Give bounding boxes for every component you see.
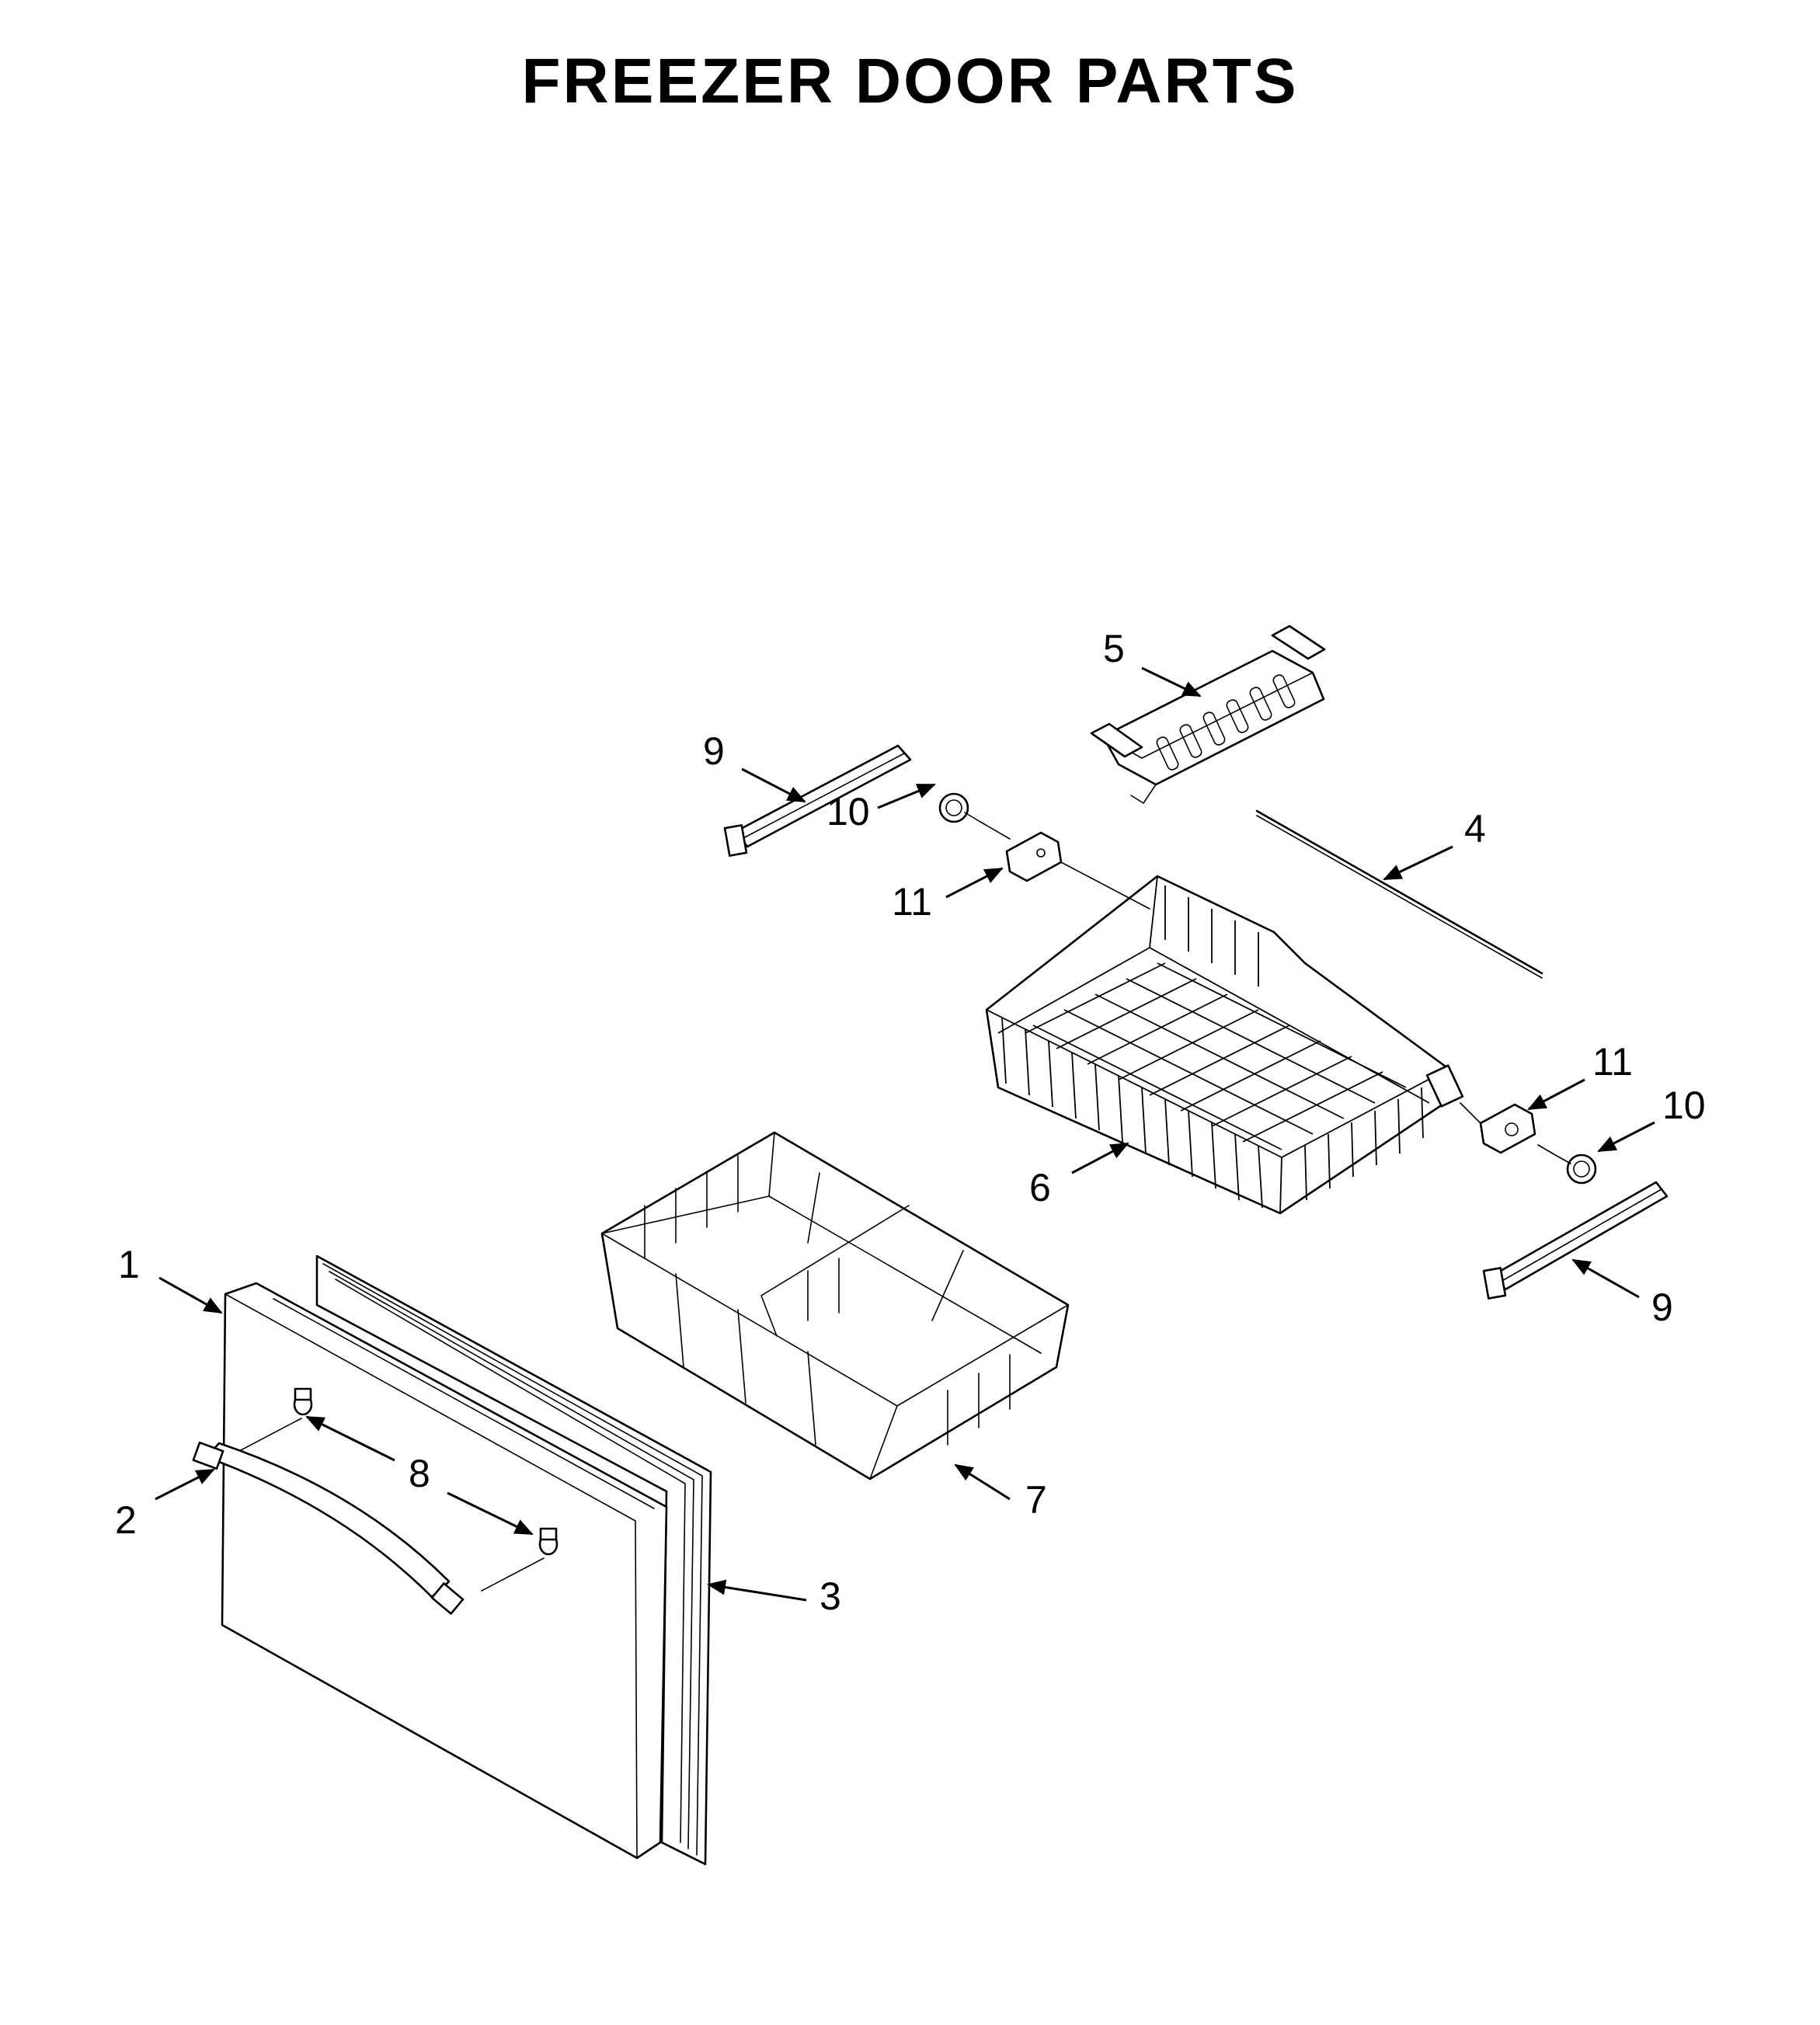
callout-5: 5 bbox=[1103, 627, 1202, 698]
svg-text:4: 4 bbox=[1464, 807, 1486, 851]
callout-11-upper: 11 bbox=[892, 867, 1004, 924]
basket-grid bbox=[1001, 886, 1424, 1209]
door-gasket bbox=[315, 1254, 712, 1866]
svg-text:3: 3 bbox=[820, 1574, 841, 1618]
slide-rail-upper bbox=[723, 744, 912, 857]
wire-basket bbox=[985, 875, 1464, 1215]
callout-10-upper: 10 bbox=[826, 783, 936, 833]
callout-2: 2 bbox=[115, 1468, 215, 1542]
roller-upper bbox=[938, 792, 1011, 840]
callout-1: 1 bbox=[118, 1243, 223, 1314]
slide-rail-lower bbox=[1482, 1181, 1669, 1300]
freezer-door bbox=[221, 1282, 668, 1860]
svg-text:11: 11 bbox=[892, 880, 932, 924]
callout-9-lower: 9 bbox=[1571, 1258, 1673, 1329]
svg-text:10: 10 bbox=[1662, 1084, 1706, 1127]
roller-bracket-lower bbox=[1460, 1102, 1536, 1154]
roller-bracket-upper bbox=[1005, 831, 1150, 910]
callout-8: 8 bbox=[305, 1415, 534, 1536]
callout-11-lower: 11 bbox=[1527, 1040, 1633, 1111]
callout-10-lower: 10 bbox=[1597, 1084, 1706, 1153]
svg-text:1: 1 bbox=[118, 1243, 140, 1286]
svg-text:5: 5 bbox=[1103, 627, 1125, 670]
callout-4: 4 bbox=[1383, 807, 1486, 881]
door-handle bbox=[192, 1441, 465, 1615]
callout-3: 3 bbox=[707, 1574, 841, 1618]
handle-mount-stud-right bbox=[481, 1527, 559, 1592]
callout-9-upper: 9 bbox=[703, 729, 806, 803]
svg-text:8: 8 bbox=[409, 1452, 430, 1495]
handle-mount-stud-left bbox=[209, 1387, 313, 1467]
svg-text:6: 6 bbox=[1029, 1166, 1051, 1209]
callout-7: 7 bbox=[954, 1463, 1047, 1522]
basket-rod bbox=[1255, 809, 1543, 979]
divider-slots bbox=[1156, 674, 1296, 771]
svg-text:10: 10 bbox=[826, 790, 870, 833]
freezer-bin bbox=[600, 1131, 1070, 1480]
svg-text:2: 2 bbox=[115, 1498, 137, 1542]
basket-divider bbox=[1090, 625, 1326, 804]
callout-6: 6 bbox=[1029, 1142, 1129, 1209]
svg-text:9: 9 bbox=[703, 729, 725, 773]
svg-text:7: 7 bbox=[1025, 1478, 1047, 1522]
roller-lower bbox=[1537, 1144, 1597, 1185]
svg-text:11: 11 bbox=[1592, 1040, 1633, 1084]
page-title: FREEZER DOOR PARTS bbox=[521, 46, 1299, 117]
svg-text:9: 9 bbox=[1651, 1286, 1673, 1329]
